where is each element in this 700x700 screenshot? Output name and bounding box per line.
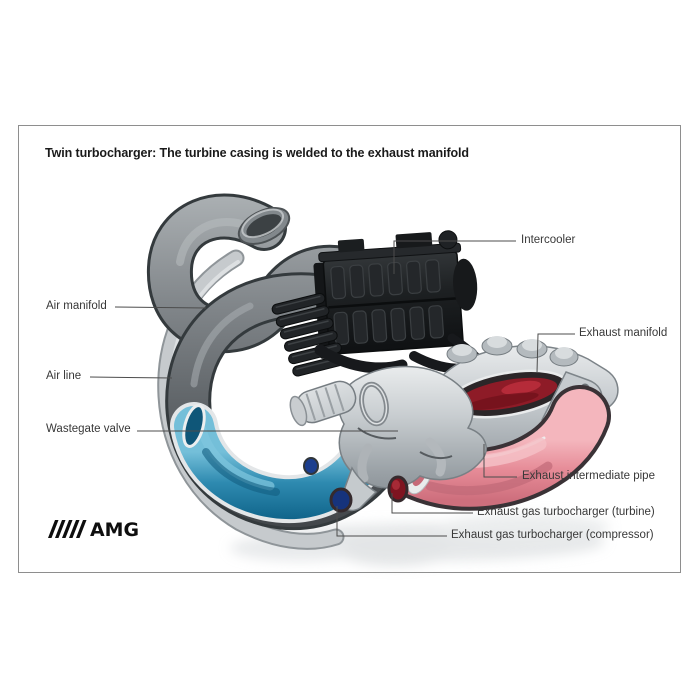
- turbocharger-assembly: [289, 365, 487, 513]
- leader-turbo-compressor: [336, 506, 447, 537]
- amg-logo: AMG: [45, 519, 141, 541]
- amg-logo-text: AMG: [90, 519, 139, 539]
- leader-turbo-turbine: [391, 493, 473, 514]
- leader-exhaust-manifold: [536, 333, 575, 374]
- label-intercooler: Intercooler: [521, 234, 576, 246]
- leader-exhaust-intermediate-pipe: [483, 444, 517, 478]
- leader-intercooler: [393, 240, 516, 274]
- v-band-clamp: [359, 381, 389, 427]
- charge-air-hose-corrugated: [271, 292, 346, 377]
- leader-air-manifold: [114, 306, 207, 309]
- label-turbo-compressor: Exhaust gas turbocharger (compressor): [451, 529, 654, 541]
- wastegate-actuator: [289, 380, 357, 427]
- label-wastegate-valve: Wastegate valve: [46, 423, 131, 435]
- compressor-volute-opening: [329, 487, 353, 513]
- manifold-cutaway-opening: [447, 369, 569, 419]
- diagram-title: Twin turbocharger: The turbine casing is…: [45, 146, 469, 160]
- label-air-line: Air line: [46, 370, 82, 382]
- label-exhaust-manifold: Exhaust manifold: [579, 327, 668, 339]
- label-air-manifold: Air manifold: [46, 300, 107, 312]
- leader-lines: [89, 240, 575, 537]
- air-inlet-flange: [237, 207, 291, 245]
- charge-air-cutaway: [170, 402, 386, 524]
- label-turbo-turbine: Exhaust gas turbocharger (turbine): [477, 506, 655, 518]
- amg-slashes-icon: [48, 520, 87, 538]
- amg-logo-svg: AMG: [48, 519, 139, 541]
- leader-air-line: [89, 376, 173, 379]
- label-exhaust-intermediate-pipe: Exhaust intermediate pipe: [522, 470, 655, 482]
- manifold-ports: [446, 336, 579, 367]
